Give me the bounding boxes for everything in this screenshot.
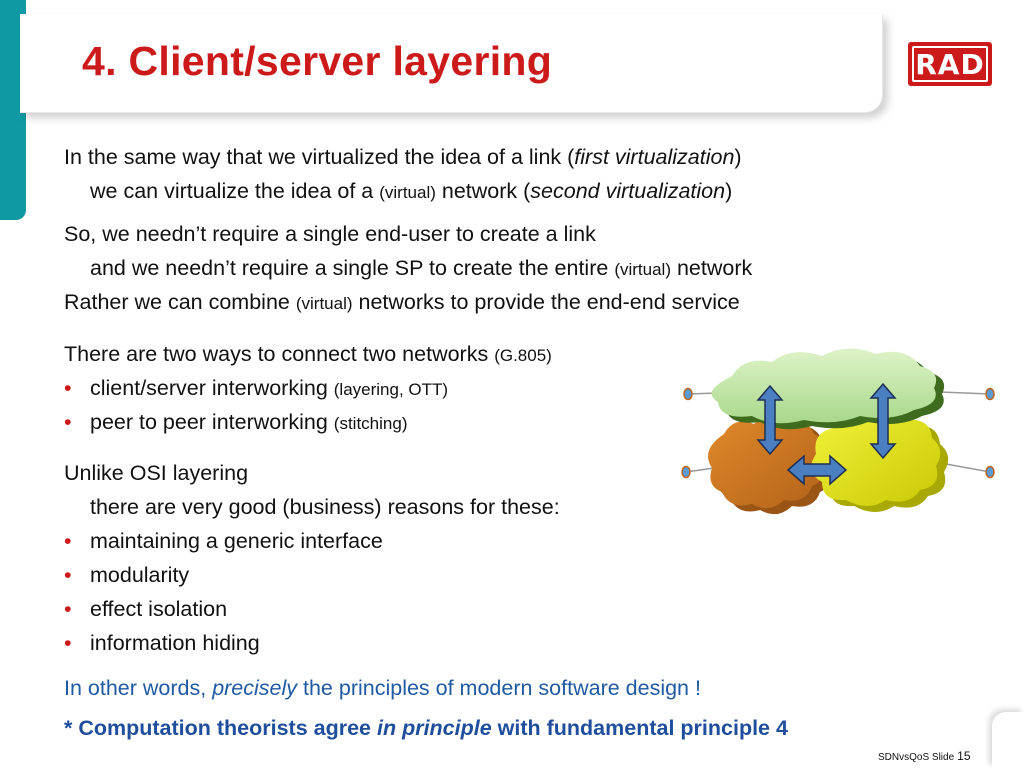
rad-logo: RAD — [908, 42, 992, 86]
bullet-marker: • — [64, 563, 72, 587]
footer-corner-box — [992, 712, 1024, 768]
endpoint-node — [985, 465, 995, 479]
para2-line3: Rather we can combine (virtual) networks… — [64, 285, 740, 321]
italic-span: in principle — [377, 716, 492, 740]
text-span: ) — [734, 145, 742, 169]
small-span: (virtual) — [295, 294, 353, 313]
endpoint-node — [683, 387, 693, 401]
endpoint-node — [681, 465, 691, 479]
para4-bullet-1: maintaining a generic interface — [90, 529, 383, 553]
para4-bullet-3: effect isolation — [90, 597, 228, 621]
text-span: network — [670, 256, 753, 280]
para4-bullet-4: information hiding — [90, 631, 260, 655]
conclusion-line: In other words, precisely the principles… — [64, 671, 701, 705]
text-span: client/server interworking — [90, 376, 334, 400]
slide-title: 4. Client/server layering — [82, 38, 553, 84]
para2-line1: So, we needn’t require a single end-user… — [64, 222, 596, 246]
text-span: the principles of modern software design… — [297, 676, 701, 700]
italic-span: first virtualization — [574, 145, 735, 169]
bullet-marker: • — [64, 376, 72, 400]
title-box — [20, 14, 883, 113]
text-span: network ( — [435, 179, 531, 203]
para4-line1: Unlike OSI layering — [64, 461, 249, 485]
left-network-cloud — [708, 416, 833, 515]
italic-span: precisely — [212, 676, 298, 700]
bullet-marker: • — [64, 597, 72, 621]
right-network-cloud — [811, 414, 949, 512]
para4-bullet-2: modularity — [90, 563, 190, 587]
para1-line2: we can virtualize the idea of a (virtual… — [90, 174, 732, 210]
vertical-arrow-left — [756, 384, 784, 456]
slide-number: 15 — [957, 749, 971, 763]
bullet-marker: • — [64, 631, 72, 655]
text-span: In other words, — [64, 676, 213, 700]
para3-bullet-2: peer to peer interworking (stitching) — [90, 405, 407, 441]
para3-bullet-1: client/server interworking (layering, OT… — [90, 371, 448, 407]
top-network-cloud — [711, 348, 945, 430]
rad-logo-text: RAD — [912, 46, 988, 82]
text-span: In the same way that we virtualized the … — [64, 145, 575, 169]
text-span: There are two ways to connect two networ… — [64, 342, 495, 366]
text-span: with fundamental principle 4 — [491, 716, 788, 740]
para4-line2: there are very good (business) reasons f… — [90, 495, 560, 519]
small-span: (stitching) — [333, 414, 408, 433]
bullet-marker: • — [64, 410, 72, 434]
horizontal-arrow — [786, 454, 848, 486]
endpoint-node — [985, 387, 995, 401]
small-span: (virtual) — [614, 260, 671, 279]
small-span: (layering, OTT) — [333, 380, 449, 399]
para3-heading: There are two ways to connect two networ… — [64, 337, 552, 373]
para2-line2: and we needn’t require a single SP to cr… — [90, 251, 752, 287]
text-span: and we needn’t require a single SP to cr… — [90, 256, 615, 280]
text-span: * Computation theorists agree — [64, 716, 377, 740]
footer-label: SDNvsQoS Slide — [878, 752, 955, 763]
text-span: Rather we can combine — [64, 290, 296, 314]
layering-diagram — [681, 348, 995, 515]
para1-line1: In the same way that we virtualized the … — [64, 140, 742, 174]
italic-span: second virtualization — [530, 179, 726, 203]
text-span: peer to peer interworking — [90, 410, 334, 434]
small-span: (virtual) — [379, 183, 436, 202]
small-span: (G.805) — [494, 346, 552, 365]
text-span: ) — [725, 179, 733, 203]
footnote-line: * Computation theorists agree in princip… — [64, 711, 788, 745]
text-span: networks to provide the end-end service — [352, 290, 740, 314]
vertical-arrow-right — [869, 382, 897, 460]
bullet-marker: • — [64, 529, 72, 553]
text-span: we can virtualize the idea of a — [90, 179, 380, 203]
